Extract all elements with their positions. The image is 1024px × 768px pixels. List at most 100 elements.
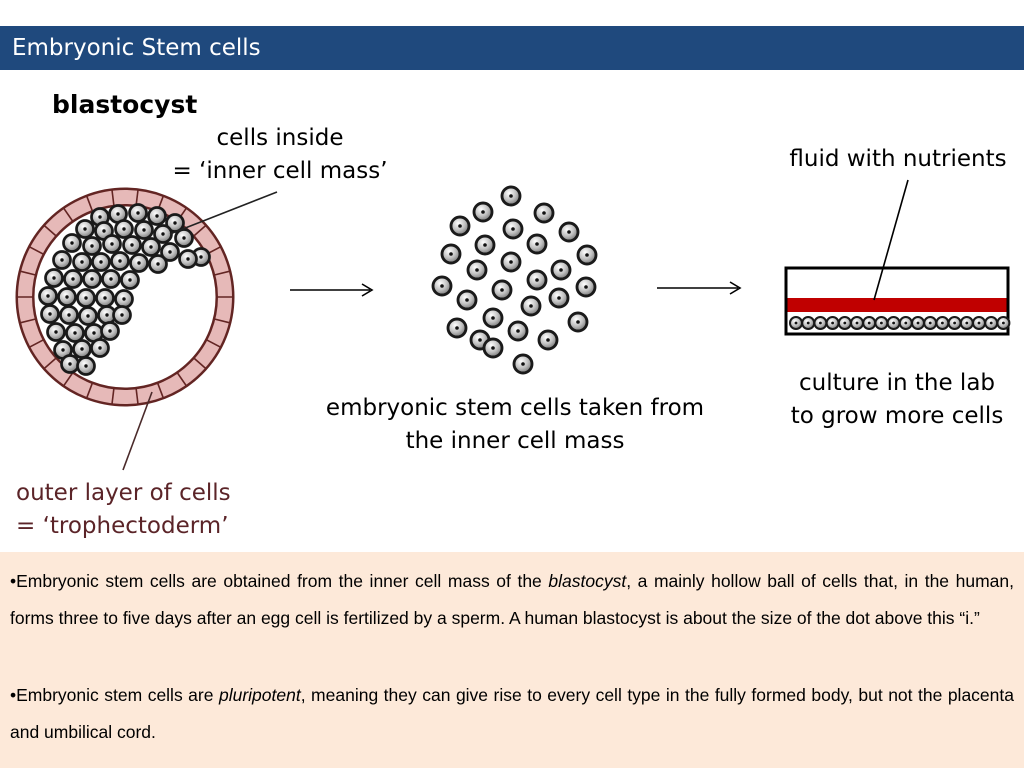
inner-mass-cell — [122, 235, 142, 255]
stem-cell — [526, 233, 548, 255]
inner-mass-cell — [134, 220, 154, 240]
stem-cell — [431, 275, 453, 297]
inner-mass-cell — [153, 224, 173, 244]
stem-cells-label: embryonic stem cells taken from the inne… — [300, 392, 730, 458]
stem-cell — [576, 244, 598, 266]
inner-mass-cell — [82, 269, 102, 289]
note-2-text-end: , meaning they can give rise to every ce… — [10, 685, 1014, 742]
cultured-cell — [911, 316, 925, 330]
cultured-cell — [801, 316, 816, 330]
inner-mass-cell — [75, 219, 95, 239]
stem-cell — [537, 329, 559, 351]
culture-dish — [784, 266, 1011, 336]
note-2-emphasis: pluripotent — [218, 685, 301, 705]
inner-mass-cell — [78, 306, 98, 326]
stem-cell — [575, 276, 597, 298]
cultured-cell — [959, 316, 974, 330]
note-2-text-start: •Embryonic stem cells are — [10, 685, 219, 705]
stem-cell — [472, 201, 494, 223]
stem-cell — [466, 259, 488, 281]
dish-outline — [784, 266, 1010, 336]
stem-cell — [446, 317, 468, 339]
stem-cell — [520, 295, 542, 317]
inner-mass-cell — [40, 304, 60, 324]
cultured-cell — [947, 316, 962, 330]
title-bar: Embryonic Stem cells — [0, 26, 1024, 70]
inner-mass-cell — [60, 354, 80, 374]
stem-cell — [502, 218, 524, 240]
inner-mass-cell — [114, 289, 134, 309]
inner-label-line-1: cells inside — [216, 125, 344, 151]
note-1-text-end: , a mainly hollow ball of cells that, in… — [10, 571, 1014, 628]
notes-panel: •Embryonic stem cells are obtained from … — [0, 552, 1024, 768]
inner-mass-cell — [120, 270, 140, 290]
stem-cell — [500, 185, 522, 207]
cultured-cell — [825, 316, 840, 330]
fluid-pointer-line — [873, 179, 909, 301]
inner-mass-pointer-line — [169, 191, 278, 235]
inner-mass-cell — [90, 338, 110, 358]
inner-mass-cell — [101, 269, 121, 289]
inner-mass-cell — [128, 203, 148, 223]
trophectoderm-pointer-line — [122, 391, 153, 471]
cultured-cell — [850, 316, 864, 330]
inner-mass-cell — [52, 250, 72, 270]
stem-cell — [482, 337, 504, 359]
fluid-label: fluid with nutrients — [789, 146, 1007, 172]
inner-mass-cell — [38, 286, 58, 306]
stem-cell — [550, 259, 572, 281]
inner-mass-cell — [44, 268, 64, 288]
inner-mass-cell — [178, 249, 198, 269]
inner-mass-cell — [65, 323, 85, 343]
slide-title: Embryonic Stem cells — [12, 35, 261, 61]
trophectoderm-label: outer layer of cells = ‘trophectoderm’ — [16, 477, 231, 543]
inner-mass-cell — [46, 322, 66, 342]
inner-mass-cell — [141, 237, 161, 257]
note-1-emphasis: blastocyst — [548, 571, 627, 591]
cultured-cell — [886, 316, 901, 330]
inner-label-line-2: = ‘inner cell mass’ — [172, 158, 388, 184]
inner-mass-cell — [95, 288, 115, 308]
inner-mass-cell — [82, 236, 102, 256]
stem-cell — [548, 287, 570, 309]
inner-mass-cell — [148, 254, 168, 274]
stem-cell — [440, 243, 462, 265]
stem-cell-diagram — [15, 179, 1011, 471]
note-paragraph-2: •Embryonic stem cells are pluripotent, m… — [10, 677, 1014, 751]
inner-mass-cell — [76, 288, 96, 308]
outer-label-line-1: outer layer of cells — [16, 480, 231, 506]
culture-label: culture in the lab to grow more cells — [772, 367, 1022, 433]
stem-cell — [507, 320, 529, 342]
note-1-text-start: •Embryonic stem cells are obtained from … — [10, 571, 549, 591]
inner-mass-cell — [102, 234, 122, 254]
outer-label-line-2: = ‘trophectoderm’ — [16, 513, 229, 539]
stem-cell — [533, 202, 555, 224]
inner-mass-cell — [110, 251, 130, 271]
note-paragraph-1: •Embryonic stem cells are obtained from … — [10, 563, 1014, 637]
inner-mass-cell — [174, 228, 194, 248]
inner-mass-cell — [147, 206, 167, 226]
cultured-cell — [874, 316, 889, 330]
inner-cell-mass — [38, 203, 211, 376]
stem-cell — [449, 215, 471, 237]
arrow-right-icon — [290, 283, 374, 297]
cultured-cells-row — [789, 316, 1011, 330]
cultured-cell — [935, 316, 950, 330]
inner-mass-cell — [160, 242, 180, 262]
stem-cells-label-line-2: the inner cell mass — [405, 428, 625, 454]
cultured-cell — [837, 316, 852, 330]
stem-cell — [474, 234, 496, 256]
stem-cell — [482, 307, 504, 329]
stem-cells-label-line-1: embryonic stem cells taken from — [325, 395, 705, 421]
isolated-stem-cells — [431, 185, 598, 375]
cultured-cell — [996, 316, 1011, 330]
inner-mass-cell — [62, 233, 82, 253]
inner-mass-cell — [91, 252, 111, 272]
inner-mass-cell — [76, 356, 96, 376]
cultured-cell — [972, 316, 986, 330]
inner-cell-mass-label: cells inside = ‘inner cell mass’ — [150, 122, 410, 188]
inner-mass-cell — [100, 321, 120, 341]
inner-mass-cell — [114, 219, 134, 239]
culture-label-line-2: to grow more cells — [790, 403, 1004, 429]
stem-cell — [526, 269, 548, 291]
